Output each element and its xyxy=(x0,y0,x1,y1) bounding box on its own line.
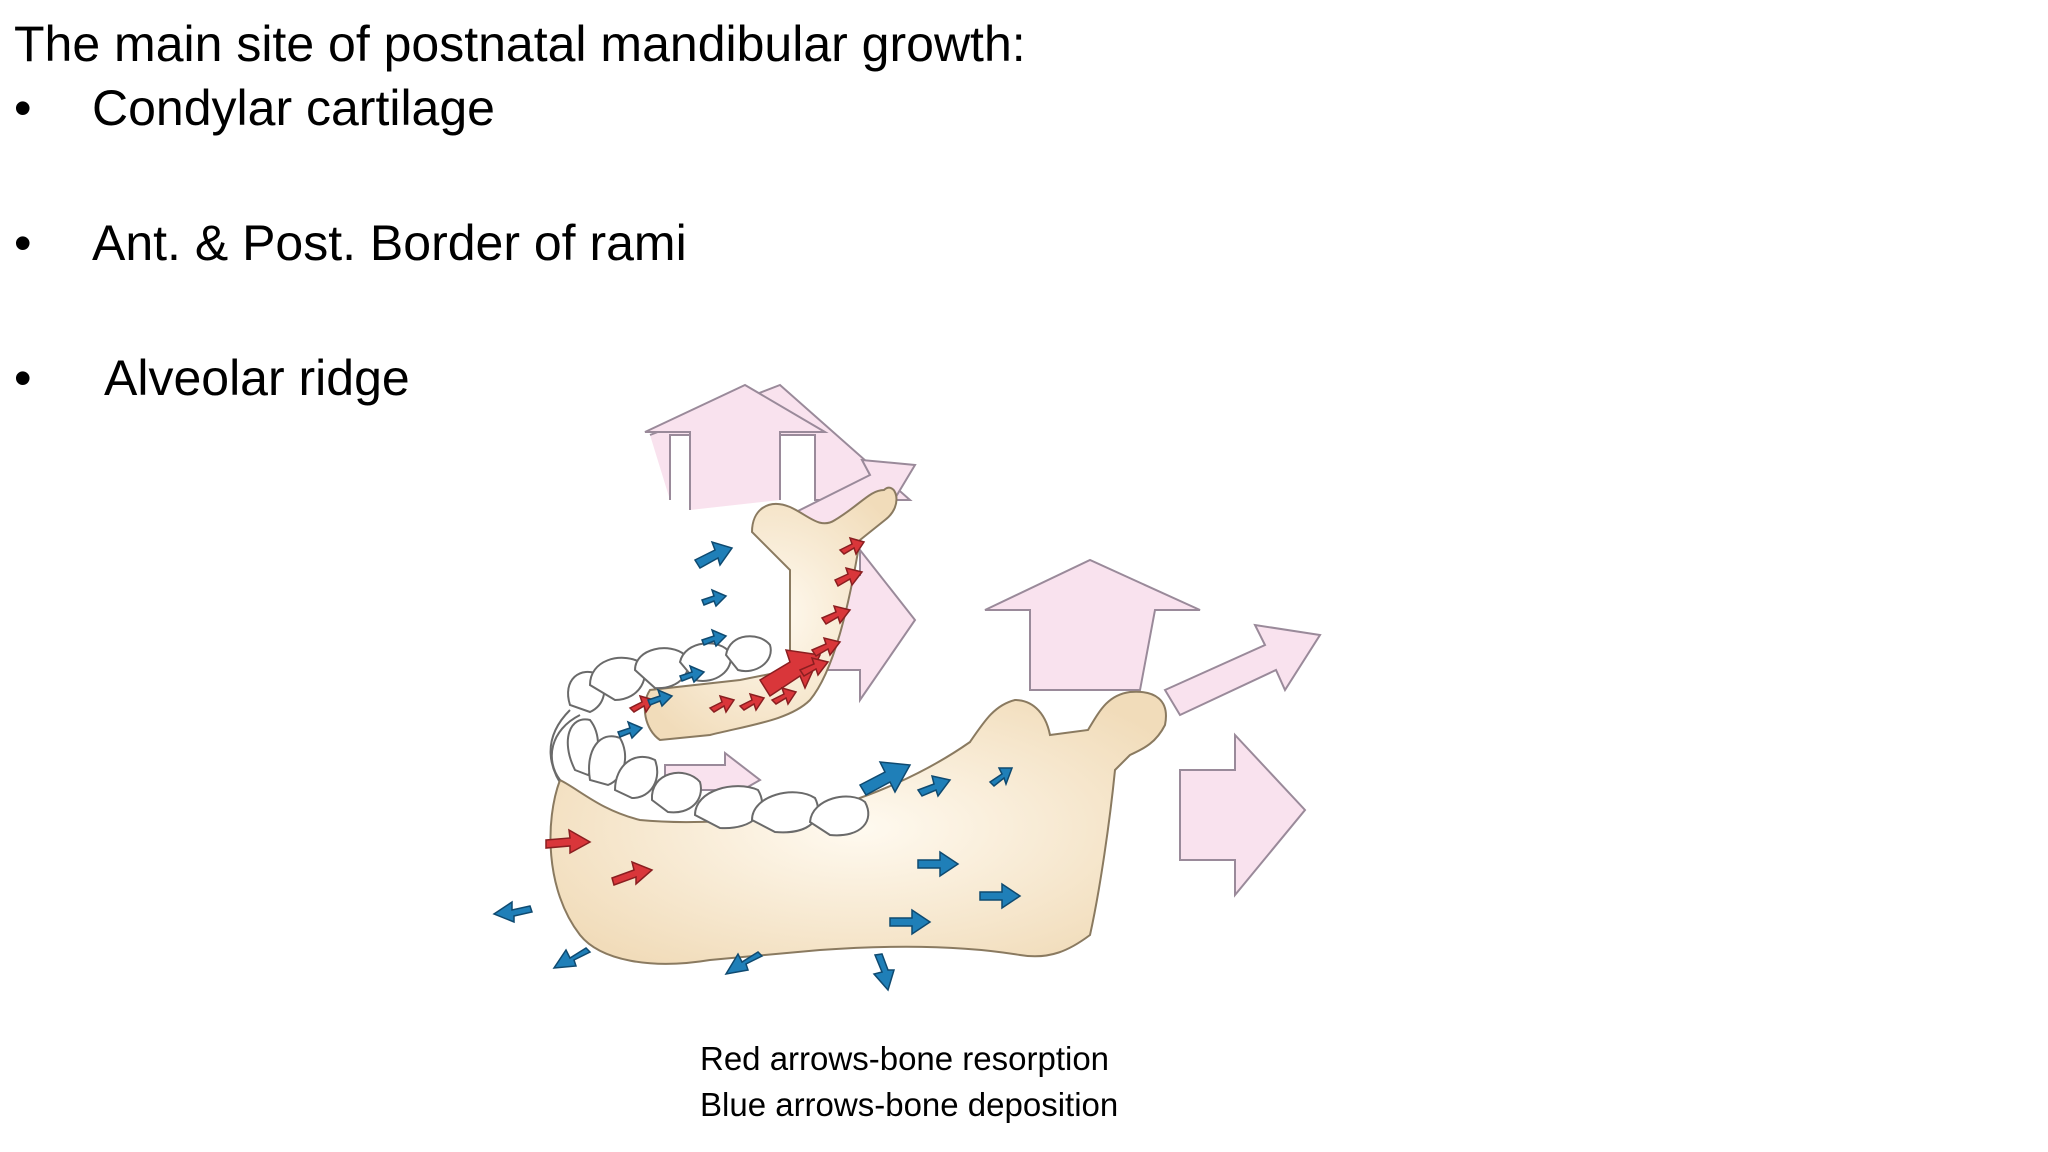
resorption-arrow xyxy=(838,536,866,556)
small-mandible xyxy=(549,486,898,791)
deposition-arrow xyxy=(724,951,764,976)
mandible-growth-figure xyxy=(490,370,1540,1020)
deposition-arrow xyxy=(917,850,960,878)
resorption-arrow xyxy=(738,692,766,712)
resorption-arrow xyxy=(545,828,592,855)
growth-arrow-diag-large xyxy=(1163,623,1322,717)
growth-arrow-up-small-shaft xyxy=(644,383,829,510)
small-teeth xyxy=(567,635,772,714)
mandible-growth-svg xyxy=(492,383,1322,992)
resorption-arrow xyxy=(820,604,852,626)
large-teeth xyxy=(566,718,870,837)
deposition-arrow xyxy=(647,688,674,708)
bullet-text: Alveolar ridge xyxy=(104,350,410,406)
bullet-marker: • xyxy=(14,215,32,271)
bullet-text: Ant. & Post. Border of rami xyxy=(92,215,687,271)
growth-arrow-up-large xyxy=(984,558,1201,691)
caption-deposition: Blue arrows-bone deposition xyxy=(700,1086,1119,1123)
deposition-arrow xyxy=(979,882,1022,910)
small-incisor-outline xyxy=(549,709,571,791)
resorption-arrows xyxy=(545,536,866,886)
deposition-arrow-large xyxy=(858,761,912,797)
resorption-arrow xyxy=(810,636,842,658)
growth-arrow-right-large xyxy=(1179,732,1307,898)
large-mandible xyxy=(549,690,1167,965)
deposition-arrow xyxy=(701,628,728,648)
bullet-marker: • xyxy=(14,350,32,406)
slide-title: The main site of postnatal mandibular gr… xyxy=(14,16,1026,72)
deposition-arrow xyxy=(872,953,896,992)
bullet-marker: • xyxy=(14,80,32,136)
small-mandible-bone xyxy=(643,486,898,742)
deposition-arrow xyxy=(988,767,1014,788)
resorption-arrow xyxy=(798,656,830,678)
resorption-arrow xyxy=(770,686,798,706)
deposition-arrow xyxy=(617,720,644,740)
resorption-arrow xyxy=(611,860,654,886)
deposition-arrow xyxy=(492,900,533,924)
bullet-text: Condylar cartilage xyxy=(92,80,495,136)
deposition-arrow xyxy=(552,947,592,969)
figure-caption: Red arrows-bone resorption Blue arrows-b… xyxy=(700,1036,1118,1128)
deposition-arrow xyxy=(916,775,952,798)
deposition-arrow xyxy=(679,664,706,684)
resorption-arrow xyxy=(708,694,736,714)
deposition-arrows xyxy=(492,540,1022,992)
large-incisor-outline xyxy=(550,714,581,781)
resorption-arrow xyxy=(833,566,864,588)
deposition-arrow xyxy=(693,540,734,570)
deposition-arrow xyxy=(889,908,932,936)
caption-resorption: Red arrows-bone resorption xyxy=(700,1040,1110,1077)
deposition-arrow xyxy=(701,588,728,608)
